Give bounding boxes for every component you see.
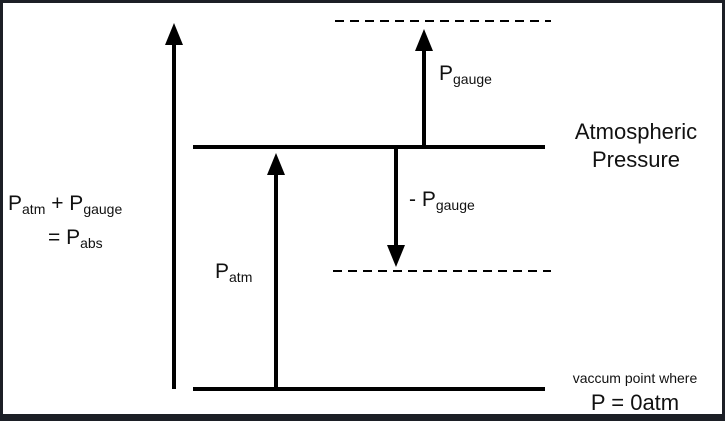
vacuum-point-label: vaccum point where bbox=[549, 371, 721, 385]
diagram-canvas: Patm + Pgauge = Pabs Patm Pgauge - Pgaug… bbox=[3, 3, 722, 414]
atmospheric-arrow-label: Patm bbox=[215, 261, 252, 284]
atmospheric-line2: Pressure bbox=[591, 147, 681, 172]
gauge-up-sub: gauge bbox=[453, 71, 492, 87]
pressure-diagram bbox=[165, 20, 551, 391]
absolute-pressure-arrow bbox=[165, 23, 183, 389]
atm-p: P bbox=[215, 260, 230, 283]
atmospheric-line1: Atmospheric bbox=[574, 119, 698, 144]
absolute-pressure-equals-label: = Pabs bbox=[48, 227, 103, 250]
positive-gauge-arrow bbox=[415, 29, 433, 147]
abs-eq-sub: abs bbox=[80, 235, 103, 251]
positive-gauge-label: Pgauge bbox=[439, 63, 492, 86]
vacuum-line2: P = 0atm bbox=[590, 390, 680, 414]
abs-label-sub-gauge: gauge bbox=[83, 201, 123, 217]
abs-label-sub-atm: atm bbox=[22, 201, 46, 217]
absolute-pressure-label: Patm + Pgauge bbox=[8, 193, 122, 216]
atmospheric-pressure-arrow bbox=[267, 153, 285, 389]
vacuum-line1: vaccum point where bbox=[572, 370, 698, 386]
zero-pressure-label: P = 0atm bbox=[549, 392, 721, 414]
gauge-down-sub: gauge bbox=[435, 197, 475, 213]
abs-label-p1: P bbox=[8, 192, 23, 215]
gauge-down-p: - P bbox=[409, 188, 436, 211]
abs-label-plus-p: + P bbox=[45, 192, 84, 215]
abs-eq-p: = P bbox=[48, 226, 81, 249]
atmospheric-pressure-label: Atmospheric Pressure bbox=[551, 121, 721, 171]
negative-gauge-label: - Pgauge bbox=[409, 189, 475, 212]
gauge-up-p: P bbox=[439, 62, 454, 85]
atm-sub: atm bbox=[229, 269, 253, 285]
negative-gauge-arrow bbox=[387, 147, 405, 267]
